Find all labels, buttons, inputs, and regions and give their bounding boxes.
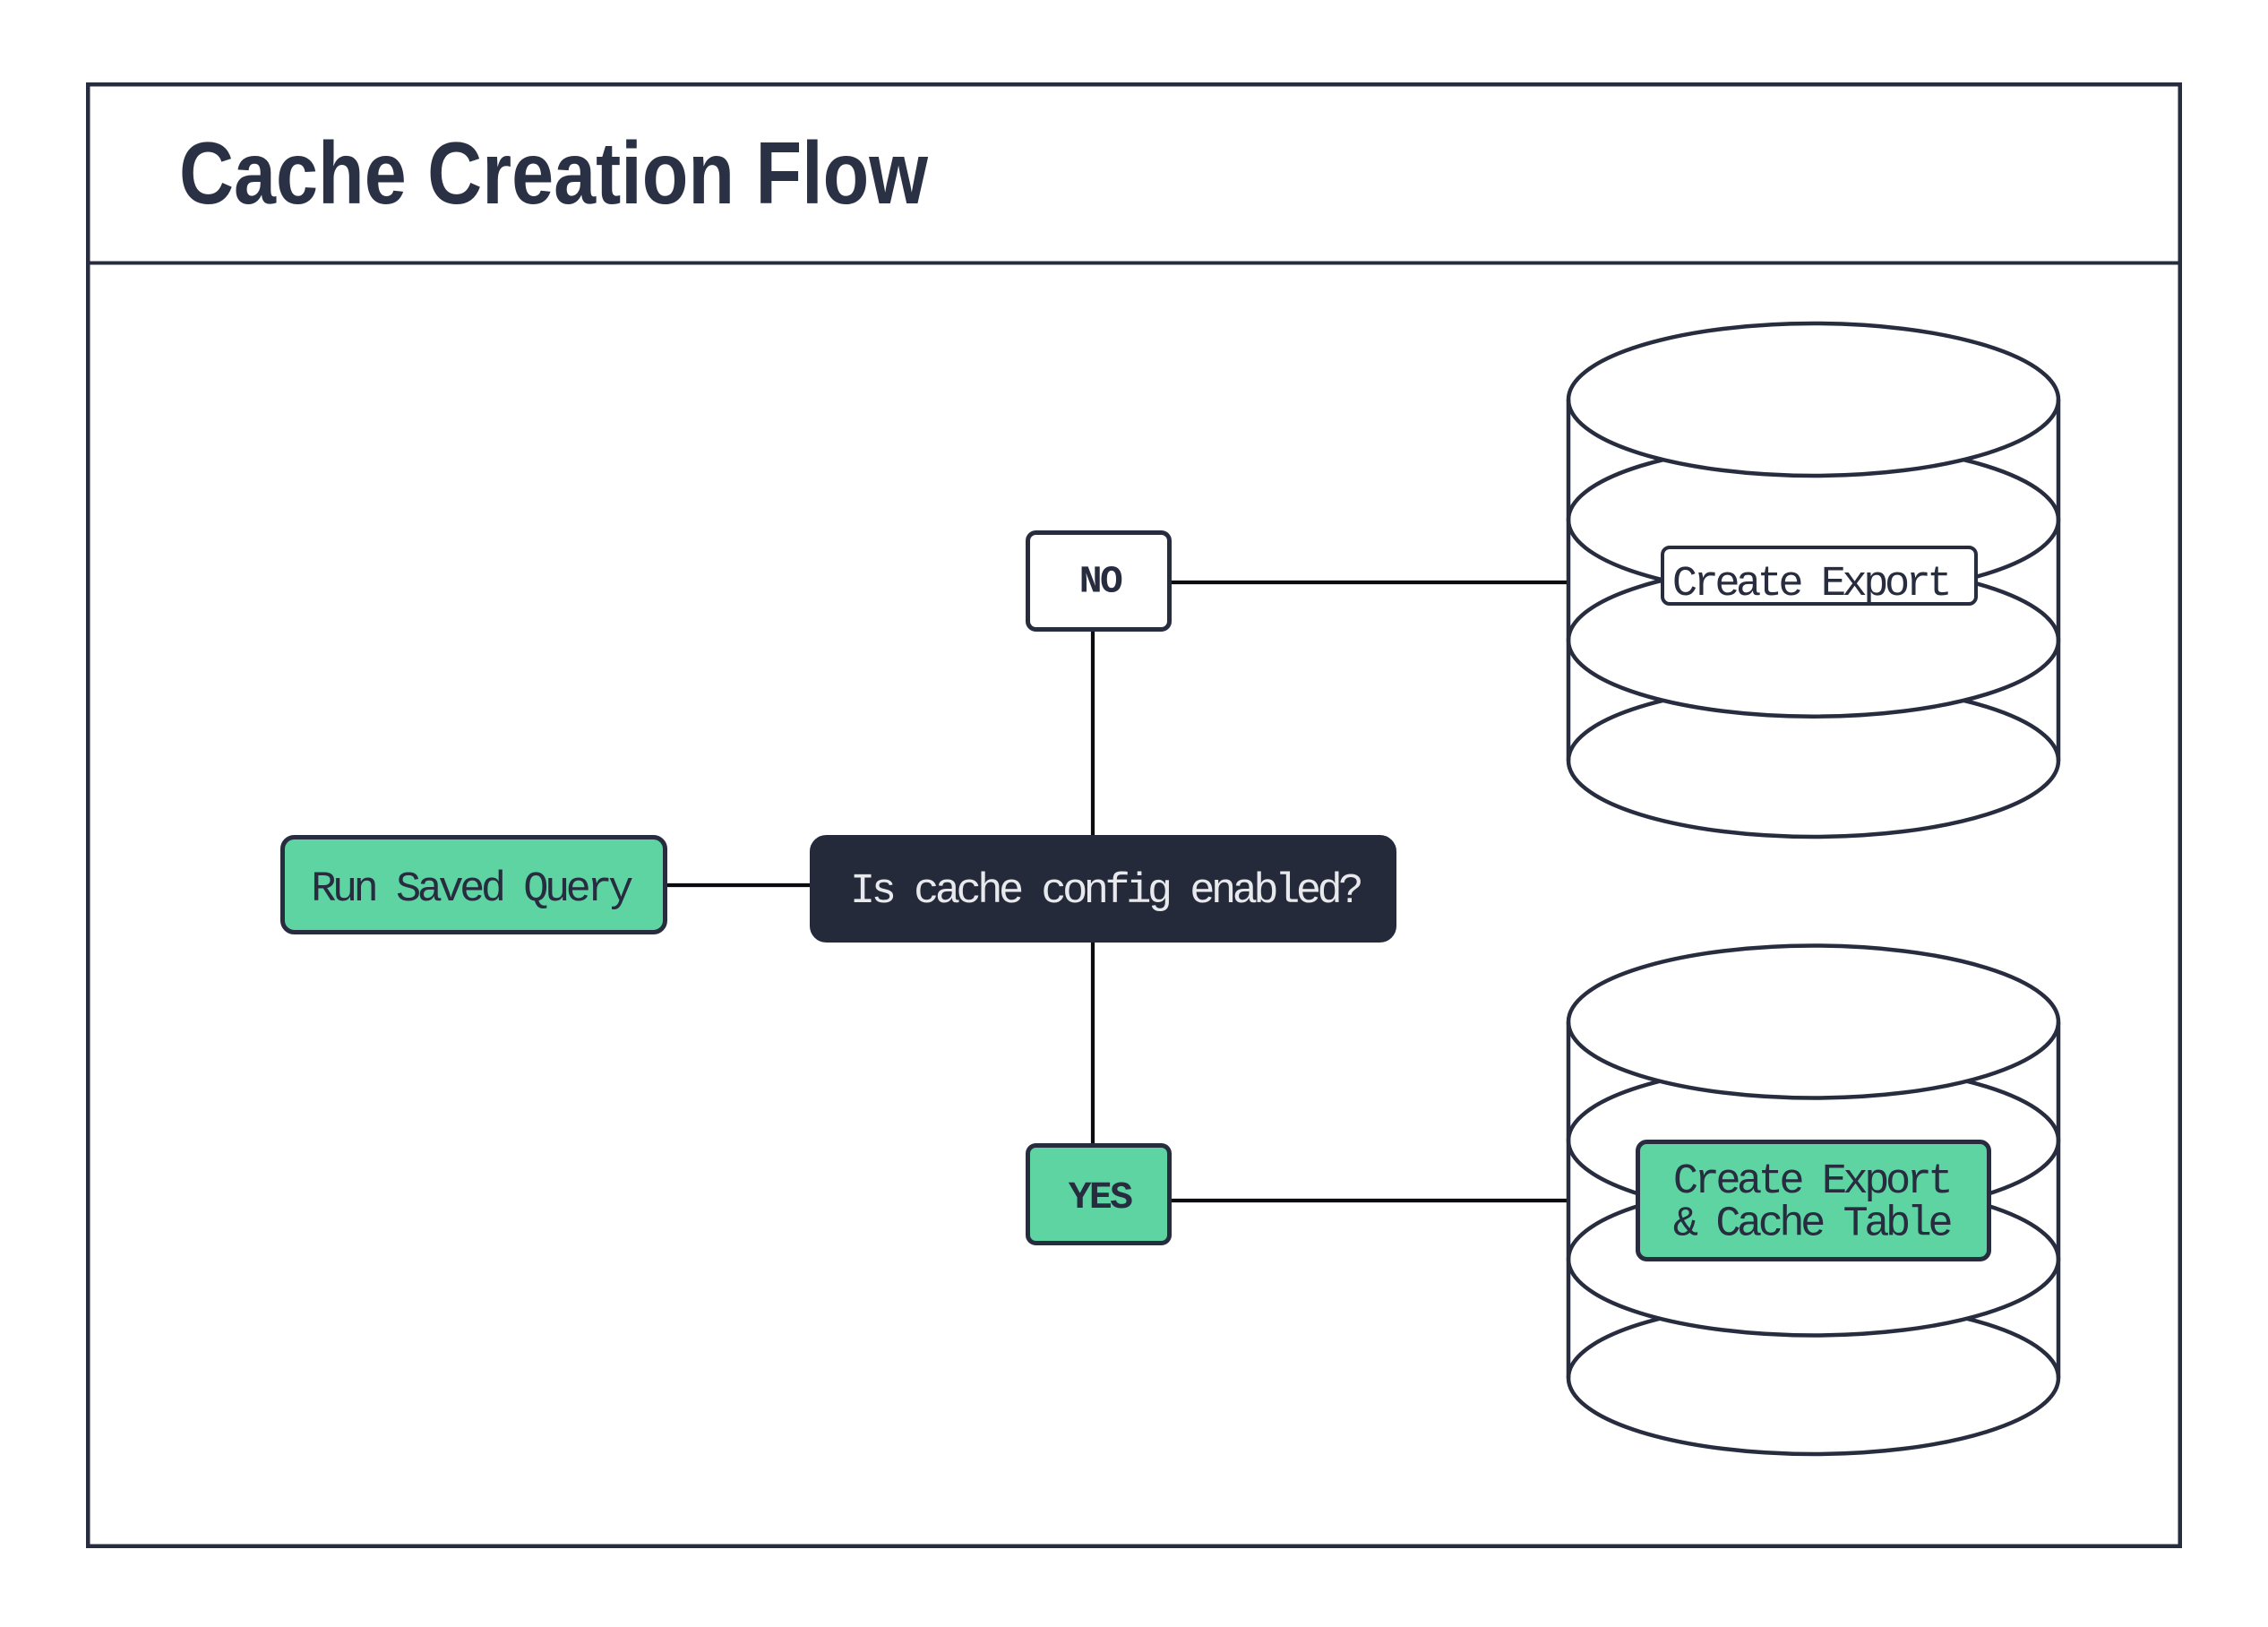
svg-text:Is cache config enabled?: Is cache config enabled? (850, 868, 1361, 916)
svg-text:Create Export: Create Export (1673, 1158, 1949, 1206)
svg-text:YES: YES (1069, 1175, 1132, 1219)
svg-text:Run Saved Query: Run Saved Query (311, 866, 632, 914)
svg-text:NO: NO (1079, 560, 1122, 604)
svg-text:Cache Creation Flow: Cache Creation Flow (179, 124, 929, 222)
svg-text:& Cache Table: & Cache Table (1673, 1201, 1951, 1249)
svg-text:Create Export: Create Export (1672, 561, 1948, 608)
